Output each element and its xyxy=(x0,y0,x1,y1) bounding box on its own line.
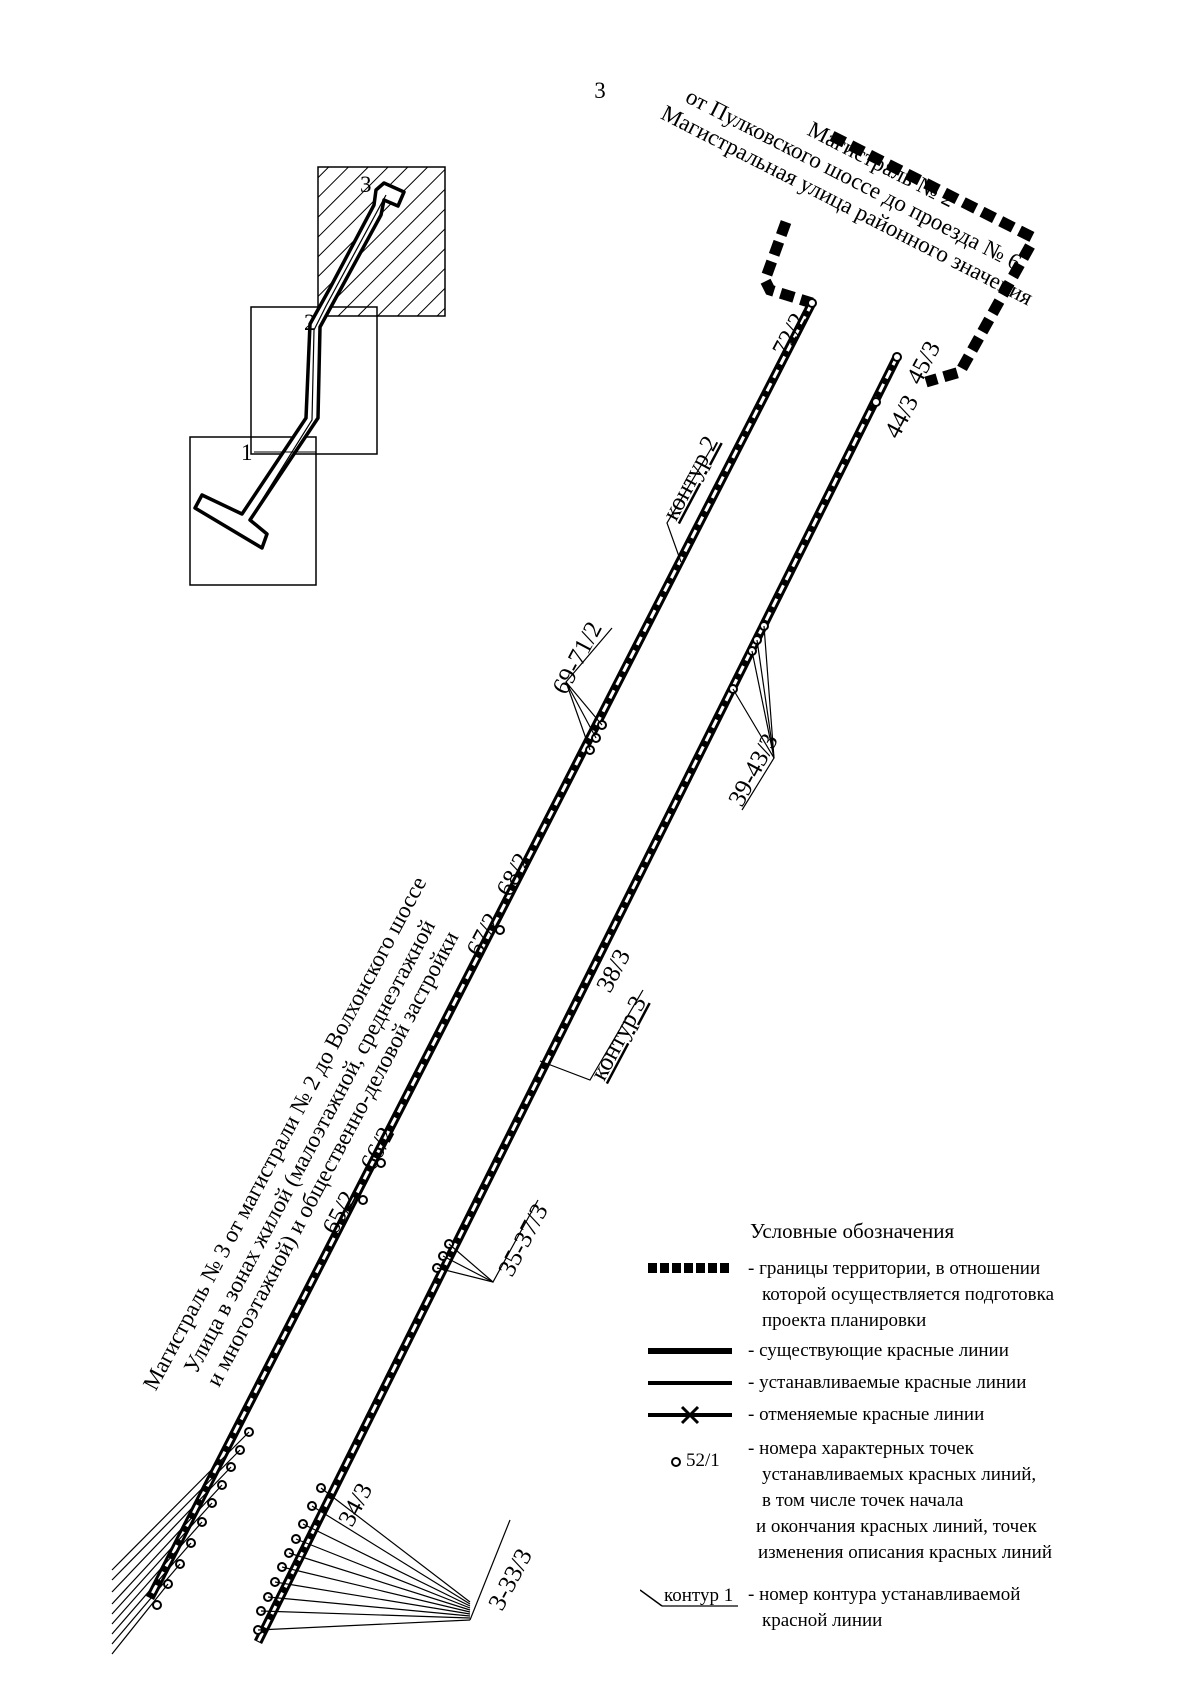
inset-label-1: 1 xyxy=(241,440,253,465)
legend-item-existing: - существующие красные линии xyxy=(640,1338,1160,1364)
legend-cancelled-text: - отменяемые красные линии xyxy=(748,1404,985,1425)
area-label-line-3: Магистральная улица районного значения xyxy=(657,100,1037,310)
label-contour-2: контур 2 xyxy=(657,432,724,525)
planning-boundary xyxy=(759,131,1037,388)
leaders-3-33-3 xyxy=(257,1487,511,1631)
existing-line-symbol xyxy=(648,1348,732,1354)
street-label: Магистраль № 3 от магистрали № 2 до Волх… xyxy=(138,872,463,1394)
legend-established-text: - устанавливаемые красные линии xyxy=(748,1372,1027,1393)
inset-sheet-2 xyxy=(250,306,378,455)
point-symbol-label: 52/1 xyxy=(686,1450,720,1471)
legend-contour-text: - номер контура устанавливаемой красной … xyxy=(748,1584,1021,1631)
label-69-71-2: 69-71/2 xyxy=(547,617,607,698)
legend-item-cancelled: - отменяемые красные линии xyxy=(640,1402,1160,1428)
red-line-contour-2 xyxy=(145,300,817,1601)
inset-sheet-1 xyxy=(189,436,317,586)
leaders-contour-2-bottom xyxy=(111,1431,250,1655)
label-39-43-3: 39-43/3 xyxy=(723,729,783,810)
label-44-3: 44/3 xyxy=(879,391,924,443)
legend-item-points: 52/1 - номера характерных точек устанавл… xyxy=(640,1436,1160,1572)
legend-item-established: - устанавливаемые красные линии xyxy=(640,1370,1160,1396)
legend-existing-text: - существующие красные линии xyxy=(748,1340,1009,1361)
red-line-contour-3 xyxy=(253,354,902,1645)
label-35-37-3: 35-37/3 xyxy=(493,1199,553,1280)
area-label-line-2: от Пулковского шоссе до проезда № 6 xyxy=(682,84,1025,275)
inset-label-2: 2 xyxy=(304,310,316,335)
point-symbol xyxy=(671,1457,681,1467)
label-contour-3: контур 3 xyxy=(585,992,652,1085)
label-3-33-3: 3-33/3 xyxy=(483,1545,537,1615)
inset-label-3: 3 xyxy=(360,172,372,197)
legend-points-text: - номера характерных точек устанавливаем… xyxy=(748,1438,1052,1563)
street-label-line-2: Улица в зонах жилой (малоэтажной, средне… xyxy=(179,916,440,1378)
street-label-line-3: и многоэтажной) и общественно-деловой за… xyxy=(201,927,463,1390)
page-number: 3 xyxy=(594,78,606,103)
contour-symbol-label: контур 1 xyxy=(664,1585,734,1606)
area-label: Магистраль № 2 от Пулковского шоссе до п… xyxy=(657,84,1037,311)
cancelled-line-symbol xyxy=(648,1405,732,1425)
legend-boundary-text: - границы территории, в отношении которо… xyxy=(748,1258,1055,1331)
boundary-line-symbol xyxy=(648,1263,732,1273)
label-45-3: 45/3 xyxy=(901,337,946,389)
legend-title: Условные обозначения xyxy=(750,1219,955,1243)
legend-item-contour: контур 1 - номер контура устанавливаемой… xyxy=(640,1582,1160,1638)
legend-item-boundary: - границы территории, в отношении которо… xyxy=(640,1256,1160,1336)
contour-leader-symbol xyxy=(640,1589,738,1607)
established-line-symbol xyxy=(648,1381,732,1385)
inset-road-outline xyxy=(193,181,406,550)
leaders-other xyxy=(436,446,775,1283)
inset-overview-map: 3 2 1 xyxy=(189,166,446,586)
